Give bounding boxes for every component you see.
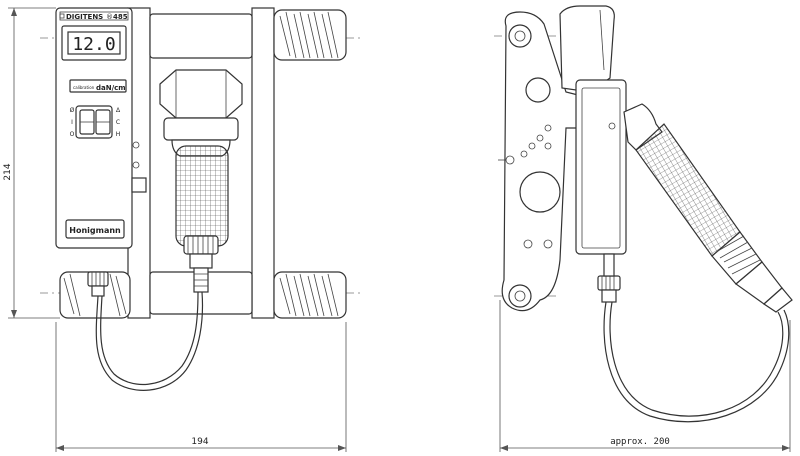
side-cable-inner bbox=[609, 301, 784, 417]
switch-right-1: Δ bbox=[116, 107, 121, 114]
switch-left-2: I bbox=[71, 119, 73, 126]
unit-label: daN/cm bbox=[96, 84, 126, 92]
cable-inner bbox=[100, 291, 199, 386]
meter-housing bbox=[55, 7, 147, 297]
switch-right-2: C bbox=[116, 119, 120, 126]
calibration-label: calibration bbox=[73, 85, 95, 90]
side-roller-top bbox=[508, 24, 532, 48]
sensor-grip bbox=[175, 145, 229, 247]
dimension-width: 194 bbox=[55, 322, 347, 452]
side-meter-connector bbox=[597, 275, 621, 291]
switch-right-3: H bbox=[116, 131, 121, 138]
frame-crossbar-top bbox=[149, 13, 253, 59]
frame-plate-right bbox=[251, 7, 275, 319]
sensor-head bbox=[159, 69, 243, 157]
width-value: 194 bbox=[191, 437, 208, 447]
side-roller-bottom bbox=[508, 284, 532, 308]
side-meter-body bbox=[575, 79, 627, 255]
dimension-depth: approx. 200 bbox=[499, 300, 791, 452]
display-reading: 12.0 bbox=[72, 34, 115, 55]
switch-left-1: Ø bbox=[70, 107, 75, 114]
side-hole-2 bbox=[519, 171, 561, 213]
height-value: 214 bbox=[3, 163, 13, 180]
cable-outer bbox=[95, 291, 204, 391]
side-cable-outer bbox=[603, 301, 790, 423]
side-meter-head bbox=[559, 5, 615, 93]
sensor-connector bbox=[183, 235, 219, 293]
roller-top-right bbox=[273, 9, 347, 61]
maker-label: Honigmann bbox=[69, 226, 121, 235]
side-view: approx. 200 bbox=[494, 5, 793, 452]
reg-mark: ® bbox=[106, 13, 113, 21]
roller-bottom-right bbox=[273, 271, 347, 319]
front-view: DIGITENS ® 485 12.0 calibration daN/cm Ø… bbox=[3, 7, 360, 452]
dimension-height: 214 bbox=[3, 7, 60, 319]
side-hole-1 bbox=[525, 77, 551, 103]
depth-value: approx. 200 bbox=[610, 437, 670, 447]
switch-left-3: O bbox=[70, 131, 75, 138]
side-sensor-grip bbox=[635, 123, 741, 257]
brand-label: DIGITENS bbox=[66, 13, 103, 21]
model-label: 485 bbox=[113, 13, 128, 21]
